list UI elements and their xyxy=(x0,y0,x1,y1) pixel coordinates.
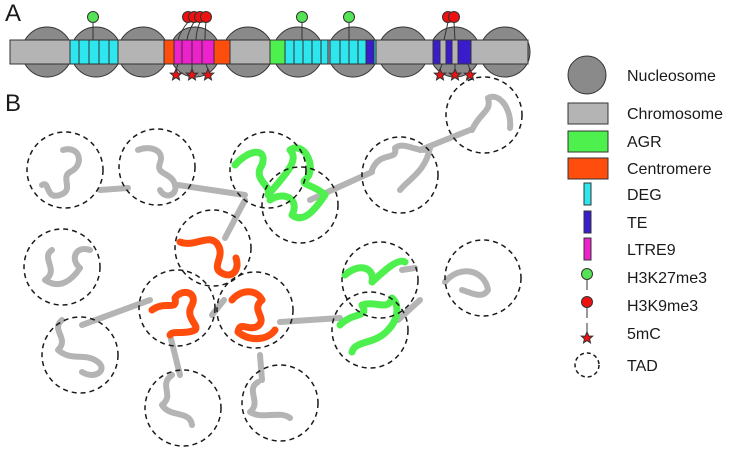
legend-label: H3K27me3 xyxy=(627,270,707,287)
legend-label: 5mC xyxy=(627,326,661,343)
legend-item-centromere: Centromere xyxy=(567,157,712,180)
tad xyxy=(445,76,523,154)
legend-label: Chromosome xyxy=(627,106,723,123)
legend-label: TAD xyxy=(627,358,658,375)
legend-label: LTRE9 xyxy=(627,242,676,259)
centromere-loops xyxy=(148,236,279,342)
tad-swatch xyxy=(574,352,600,378)
tad xyxy=(361,136,439,214)
legend-item-deg: DEG xyxy=(583,182,662,206)
centromere-block xyxy=(163,39,231,65)
legend-item-nucleosome: Nucleosome xyxy=(567,55,716,95)
agr-block xyxy=(269,39,329,65)
h3k9me3-marks xyxy=(177,11,460,41)
legend-item-tad: TAD xyxy=(574,352,658,378)
tad xyxy=(138,269,216,347)
tad xyxy=(261,166,339,244)
mc5-mark xyxy=(185,67,199,81)
deg-te-block xyxy=(329,39,377,65)
tad xyxy=(41,316,119,394)
h3k9me3-mark xyxy=(448,11,460,23)
agr-swatch xyxy=(567,130,609,153)
tad xyxy=(241,364,319,442)
legend-item-te: TE xyxy=(583,210,647,234)
chromosome-swatch xyxy=(567,102,609,125)
h3k9me3-mark xyxy=(200,11,212,23)
mc5-mark xyxy=(433,67,447,81)
panel-b-folding xyxy=(23,76,523,447)
tad xyxy=(216,271,294,349)
te-block xyxy=(432,39,472,65)
legend-label: H3K9me3 xyxy=(627,298,698,315)
mc5-mark xyxy=(201,67,215,81)
tad xyxy=(118,128,196,206)
legend-item-h3k9me3: H3K9me3 xyxy=(581,296,698,318)
tad xyxy=(229,131,307,209)
legend-item-mc5: 5mC xyxy=(580,323,661,344)
tad xyxy=(174,209,252,287)
legend-item-chromosome: Chromosome xyxy=(567,102,723,125)
h3k27me3-marks xyxy=(87,11,355,40)
grey-loops xyxy=(39,93,514,428)
mc5-mark xyxy=(448,67,462,81)
h3k27me3-mark xyxy=(296,11,308,23)
tad-boundaries xyxy=(23,76,523,447)
mc5-mark xyxy=(463,67,477,81)
te-swatch xyxy=(583,210,592,234)
deg-block xyxy=(69,39,119,65)
panel-a-label: A xyxy=(5,0,22,27)
nucleosome-swatch xyxy=(567,55,607,95)
ltre9-swatch xyxy=(583,237,592,261)
tad xyxy=(144,369,222,447)
legend: Nucleosome Chromosome AGR Centromere DEG… xyxy=(567,55,723,378)
mc5-marks xyxy=(169,63,477,81)
h3k9me3-swatch xyxy=(581,296,593,308)
h3k27me3-mark xyxy=(87,11,99,23)
legend-label: DEG xyxy=(627,187,662,204)
legend-label: TE xyxy=(627,215,647,232)
legend-item-h3k27me3: H3K27me3 xyxy=(581,268,707,290)
legend-item-agr: AGR xyxy=(567,130,662,153)
agr-loops xyxy=(231,144,409,356)
tad xyxy=(444,239,522,317)
centromere-swatch xyxy=(567,157,609,180)
mc5-swatch xyxy=(580,330,594,344)
panel-b-label: B xyxy=(5,90,22,117)
legend-label: AGR xyxy=(627,134,662,151)
tad xyxy=(331,291,409,369)
deg-swatch xyxy=(583,182,592,206)
tad xyxy=(341,241,419,319)
legend-label: Nucleosome xyxy=(627,68,716,85)
tad xyxy=(23,228,101,306)
tad xyxy=(26,131,104,209)
legend-item-ltre9: LTRE9 xyxy=(583,237,676,261)
legend-label: Centromere xyxy=(627,161,712,178)
h3k27me3-mark xyxy=(343,11,355,23)
mc5-mark xyxy=(169,67,183,81)
h3k27me3-swatch xyxy=(581,268,593,280)
panel-a-chromosome xyxy=(9,11,531,81)
